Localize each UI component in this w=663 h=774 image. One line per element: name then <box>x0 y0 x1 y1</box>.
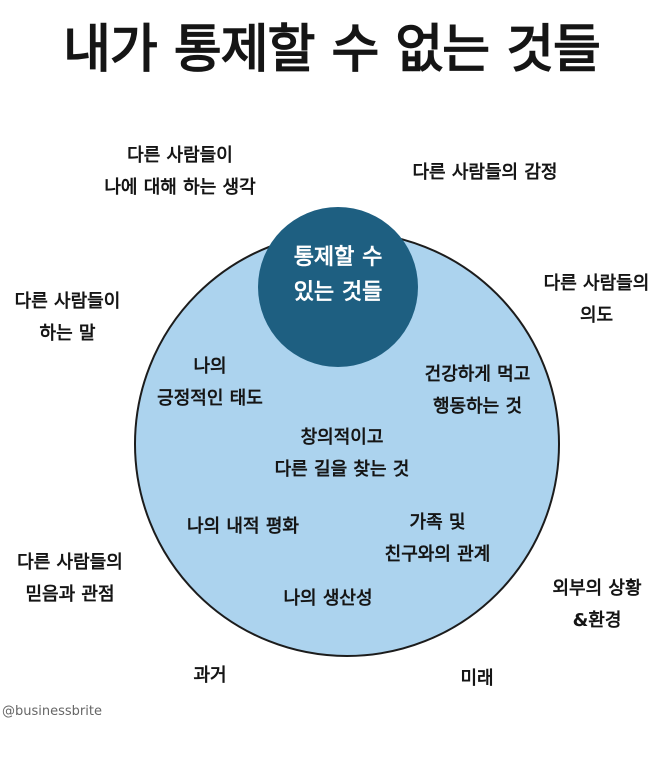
inside-item-line: 친구와의 관계 <box>384 543 491 565</box>
inside-item-line: 나의 생산성 <box>283 588 373 609</box>
inside-item-line: 나의 <box>193 356 227 377</box>
inside-item-creativity: 창의적이고 다른 길을 찾는 것 <box>252 422 432 485</box>
inside-item-line: 창의적이고 <box>300 427 384 448</box>
inside-item-line: 다른 길을 찾는 것 <box>274 458 410 480</box>
outside-item-line: 다른 사람들의 <box>543 273 650 294</box>
outside-item-others-emotions: 다른 사람들의 감정 <box>385 157 585 189</box>
outside-item-external-circumstances: 외부의 상황 &환경 <box>537 573 657 636</box>
inside-item-line: 건강하게 먹고 <box>424 364 531 385</box>
outside-item-line: 다른 사람들이 <box>127 145 233 166</box>
inside-item-line: 행동하는 것 <box>432 395 523 417</box>
outside-item-past: 과거 <box>170 660 250 692</box>
inside-item-line: 가족 및 <box>409 512 466 533</box>
inside-item-line: 긍정적인 태도 <box>157 387 263 409</box>
outside-item-line: 하는 말 <box>39 322 96 344</box>
outside-item-line: 다른 사람들의 <box>17 552 123 573</box>
inside-item-positive-attitude: 나의 긍정적인 태도 <box>130 351 290 414</box>
outside-item-others-intentions: 다른 사람들의 의도 <box>530 268 663 331</box>
outside-item-others-beliefs: 다른 사람들의 믿음과 관점 <box>0 547 140 610</box>
outside-item-others-words: 다른 사람들이 하는 말 <box>0 286 135 349</box>
inside-item-productivity: 나의 생산성 <box>258 583 398 615</box>
outside-item-thoughts-about-me: 다른 사람들이 나에 대해 하는 생각 <box>90 140 270 203</box>
page-title: 내가 통제할 수 없는 것들 <box>63 20 601 80</box>
center-label-line2: 있는 것들 <box>293 280 383 306</box>
outside-item-future: 미래 <box>437 663 517 695</box>
center-label-line1: 통제할 수 <box>293 245 383 270</box>
outside-item-line: 외부의 상황 <box>552 578 642 599</box>
outside-item-line: 과거 <box>193 665 227 686</box>
center-circle <box>258 207 418 367</box>
outside-item-line: 다른 사람들의 감정 <box>412 162 558 183</box>
outside-item-line: &환경 <box>572 609 622 631</box>
outside-item-line: 미래 <box>460 668 494 689</box>
outside-item-line: 나에 대해 하는 생각 <box>104 176 256 198</box>
inside-item-relationships: 가족 및 친구와의 관계 <box>350 507 525 570</box>
center-label: 통제할 수 있는 것들 <box>258 240 418 310</box>
outside-item-line: 의도 <box>579 304 614 326</box>
outside-item-line: 다른 사람들이 <box>14 291 121 312</box>
inside-item-inner-peace: 나의 내적 평화 <box>158 511 328 543</box>
outside-item-line: 믿음과 관점 <box>25 583 115 605</box>
inside-item-healthy-habits: 건강하게 먹고 행동하는 것 <box>395 359 560 422</box>
inside-item-line: 나의 내적 평화 <box>187 516 299 537</box>
credit-text: @businessbrite <box>2 704 102 719</box>
